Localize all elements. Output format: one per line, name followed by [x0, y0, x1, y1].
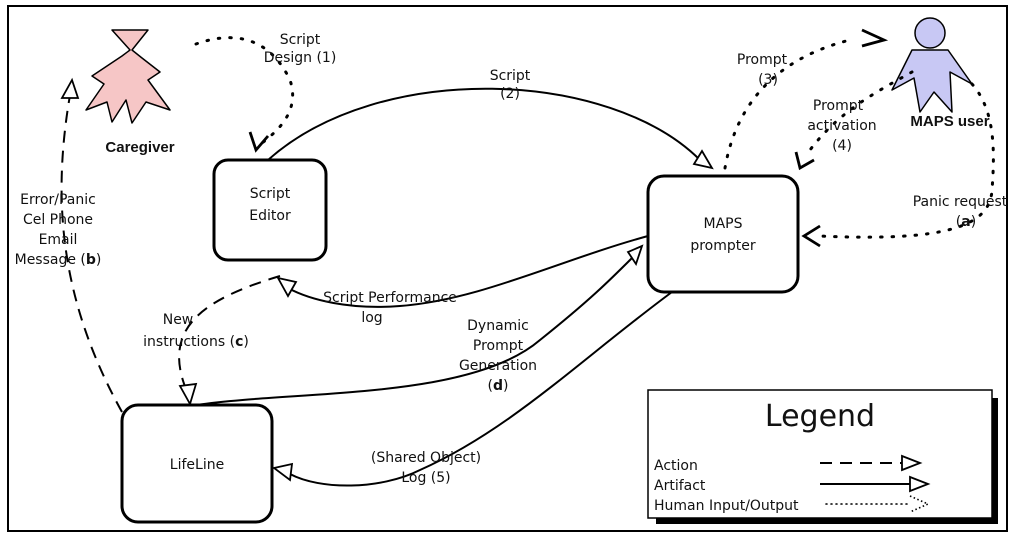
label-script-performance-line1: Script Performance — [323, 290, 457, 306]
label-error-panic-line1: Error/Panic — [20, 192, 96, 208]
label-prompt-activation-line2: activation — [807, 118, 876, 134]
label-dynamic-prompt-line1: Dynamic — [467, 318, 529, 334]
lifeline-label: LifeLine — [170, 457, 224, 473]
arrowhead-script-design — [248, 131, 270, 153]
label-panic-request-line2: (a) — [956, 214, 976, 230]
label-dynamic-prompt-line4: (d) — [488, 378, 509, 394]
label-error-panic-line4: Message (b) — [15, 252, 102, 268]
edge-new-instructions — [178, 275, 281, 395]
caregiver-icon — [85, 29, 171, 124]
label-panic-request-line1: Panic request — [913, 194, 1008, 210]
label-new-instructions-line2: instructions (c) — [143, 334, 249, 350]
label-prompt-line1: Prompt — [737, 52, 788, 68]
label-prompt-activation-line3: (4) — [832, 138, 852, 154]
label-prompt-line2: (3) — [758, 72, 778, 88]
edge-script-performance — [287, 235, 649, 308]
legend-action-arrowhead — [901, 454, 923, 472]
label-dynamic-prompt-line2: Prompt — [473, 338, 524, 354]
caregiver-label: Caregiver — [105, 139, 174, 156]
legend-human-io-label: Human Input/Output — [654, 498, 799, 514]
legend-artifact-arrowhead — [909, 475, 931, 493]
arrowhead-error-panic — [60, 77, 80, 99]
arrowhead-dynamic-prompt — [626, 244, 644, 267]
edge-dynamic-prompt — [195, 257, 633, 406]
arrowhead-new-instructions — [178, 382, 198, 407]
node-lifeline: LifeLine — [120, 403, 274, 524]
label-script-design-line2: Design (1) — [264, 50, 337, 66]
maps-user-head-icon — [914, 17, 946, 49]
label-script-line1: Script — [490, 68, 531, 84]
maps-prompter-line1: MAPS — [704, 216, 743, 232]
edge-prompt — [723, 38, 852, 170]
arrowhead-shared-object — [271, 462, 294, 482]
legend-human-io-arrowhead — [909, 495, 930, 513]
script-editor-line1: Script — [250, 186, 291, 202]
legend-title: Legend — [765, 399, 875, 434]
label-script-line2: (2) — [500, 86, 520, 102]
arrowhead-prompt — [861, 28, 889, 48]
label-new-instructions-line1: New — [163, 312, 194, 328]
edge-shared-object — [289, 291, 673, 487]
legend-artifact-label: Artifact — [654, 478, 706, 494]
arrowhead-script-performance — [276, 276, 298, 298]
label-shared-object-line2: Log (5) — [401, 470, 450, 486]
edge-prompt-activation — [808, 70, 914, 152]
maps-user-label: MAPS user — [910, 113, 989, 130]
legend-action-label: Action — [654, 458, 698, 474]
label-shared-object-line1: (Shared Object) — [371, 450, 481, 466]
edge-panic-request — [818, 82, 995, 239]
node-script-editor: Script Editor — [212, 158, 328, 262]
label-script-performance-line2: log — [361, 310, 382, 326]
arrowhead-panic-request — [801, 224, 821, 248]
script-editor-line2: Editor — [249, 208, 291, 224]
edge-script — [267, 87, 701, 161]
maps-prompter-line2: prompter — [690, 238, 756, 254]
maps-user-body-icon — [891, 49, 973, 113]
label-error-panic-line3: Email — [39, 232, 78, 248]
maps-user-figure — [891, 17, 973, 113]
label-error-panic-line2: Cel Phone — [23, 212, 93, 228]
arrowhead-script — [692, 149, 714, 170]
label-prompt-activation-line1: Prompt — [813, 98, 864, 114]
arrowhead-prompt-activation — [794, 151, 815, 171]
caregiver-figure — [85, 29, 171, 124]
legend: Legend Action Artifact Human Input/Outpu… — [647, 389, 998, 524]
label-script-design-line1: Script — [280, 32, 321, 48]
label-dynamic-prompt-line3: Generation — [459, 358, 537, 374]
node-maps-prompter: MAPS prompter — [646, 174, 800, 294]
edge-error-panic — [60, 94, 123, 413]
legend-box — [647, 389, 993, 519]
